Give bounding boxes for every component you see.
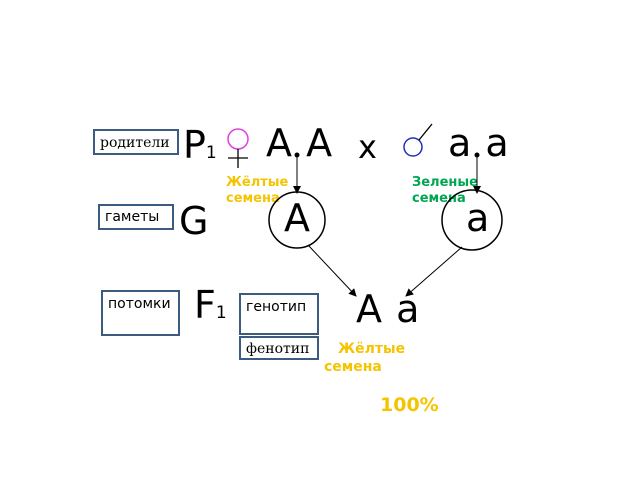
arrow-gamete-male-to-offspring	[405, 246, 463, 297]
generation-f-letter: F	[194, 283, 216, 327]
label-parents: родители	[93, 129, 179, 155]
female-genotype: А А	[266, 121, 333, 165]
generation-f: F1	[194, 286, 227, 324]
male-genotype: а а	[448, 121, 509, 165]
cross-sign: х	[358, 128, 377, 166]
offspring-phenotype: Жёлтые семена	[324, 341, 406, 375]
label-parents-text: родители	[100, 135, 170, 151]
female-trait: Жёлтые семена	[226, 175, 289, 206]
generation-p-sub: 1	[205, 143, 217, 163]
label-gametes-text: гаметы	[105, 209, 160, 225]
generation-g: G	[179, 202, 208, 240]
gamete-female-circle	[268, 191, 326, 249]
female-genotype-dot	[294, 152, 300, 158]
label-phenotype-text: фенотип	[246, 341, 310, 357]
generation-p: P1	[183, 126, 217, 164]
label-genotype-text: генотип	[246, 299, 307, 315]
generation-f-sub: 1	[215, 303, 227, 323]
generation-p-letter: P	[183, 123, 206, 167]
label-genotype: генотип	[239, 293, 319, 335]
generation-g-letter: G	[179, 199, 209, 243]
label-offspring-text: потомки	[108, 296, 171, 312]
male-symbol-icon	[403, 123, 433, 157]
arrow-gamete-female-to-offspring	[307, 244, 357, 297]
male-trait: Зеленые семена	[412, 175, 478, 206]
male-genotype-dot	[474, 152, 480, 158]
gamete-male: а	[466, 196, 490, 240]
female-symbol-icon	[227, 128, 249, 168]
label-gametes: гаметы	[98, 204, 174, 230]
offspring-percent: 100%	[380, 394, 439, 416]
offspring-genotype: А а	[356, 287, 420, 331]
gamete-male-circle	[441, 189, 503, 251]
gamete-female: А	[284, 196, 310, 240]
label-phenotype: фенотип	[239, 336, 319, 360]
label-offspring: потомки	[101, 290, 180, 336]
